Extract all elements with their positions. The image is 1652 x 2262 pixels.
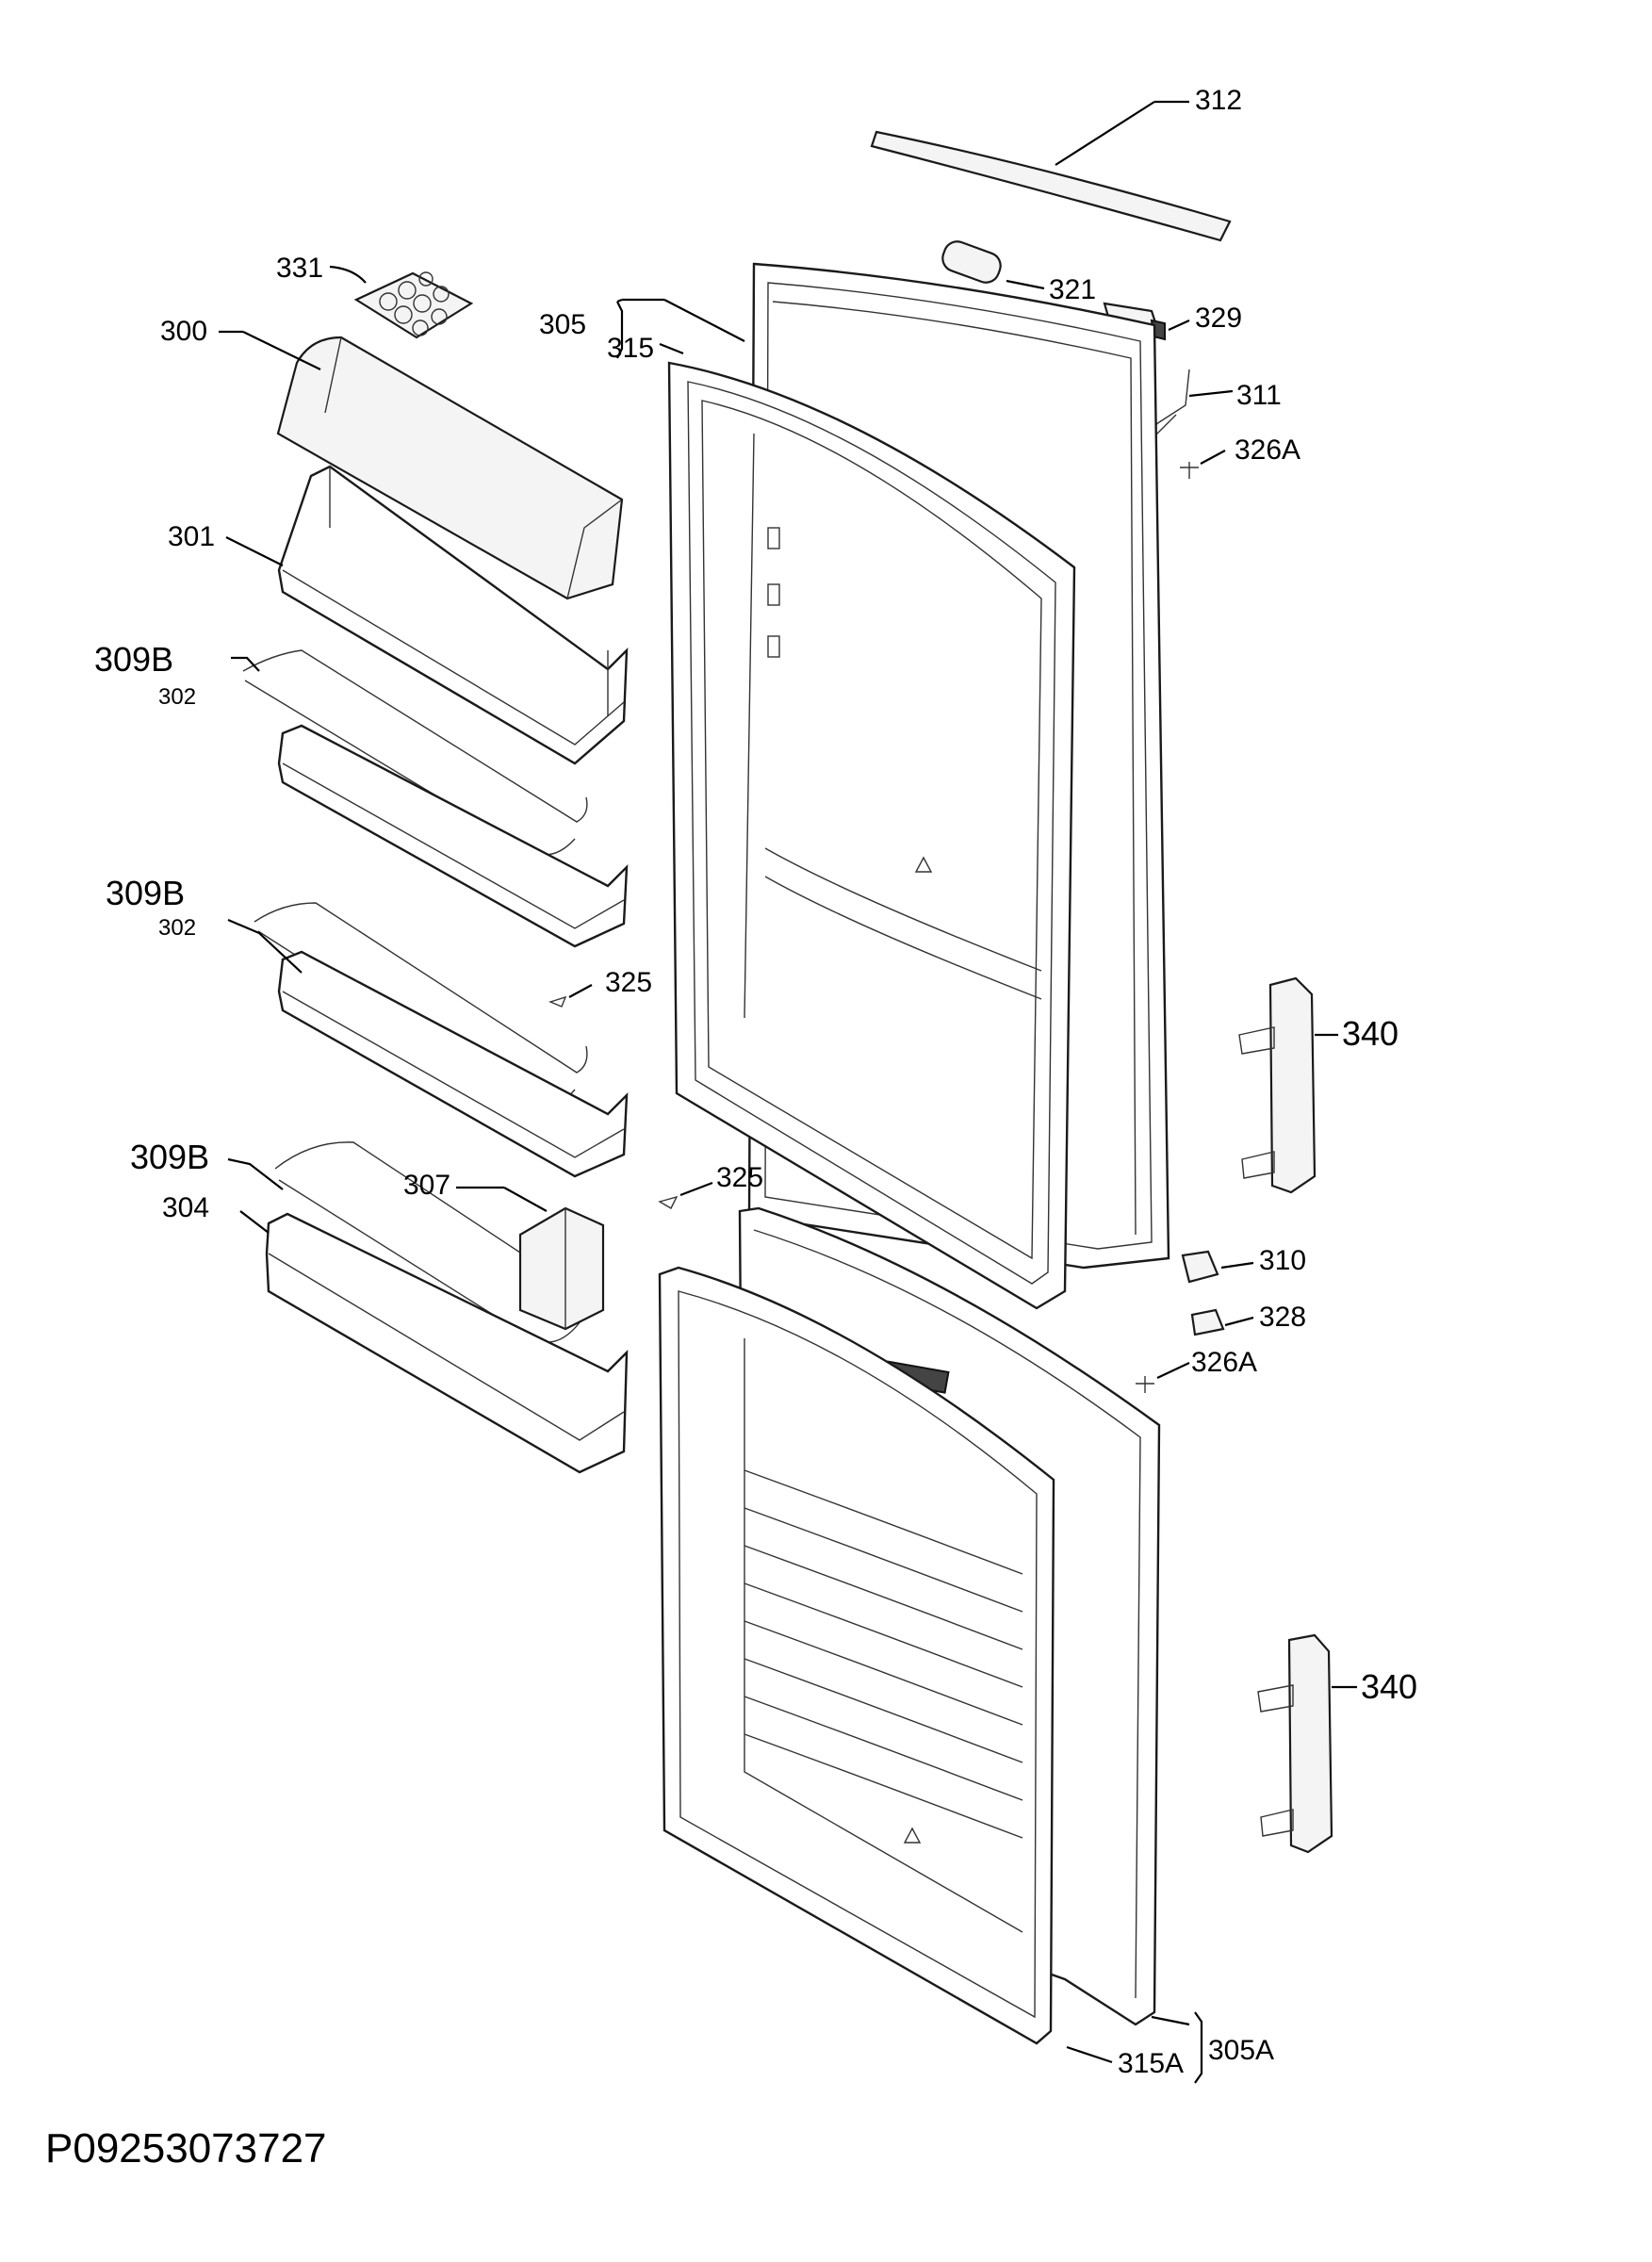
label-312: 312 bbox=[1195, 85, 1243, 116]
label-340-1: 340 bbox=[1342, 1014, 1399, 1053]
label-310: 310 bbox=[1259, 1245, 1307, 1276]
label-315: 315 bbox=[607, 333, 655, 364]
label-315a: 315A bbox=[1118, 2048, 1185, 2079]
label-325-1: 325 bbox=[605, 967, 653, 998]
part-302-shelf-1 bbox=[231, 649, 629, 948]
label-331: 331 bbox=[276, 253, 324, 284]
label-328: 328 bbox=[1259, 1302, 1307, 1333]
drawing-code: P09253073727 bbox=[45, 2125, 327, 2172]
label-305a: 305A bbox=[1208, 2035, 1275, 2066]
label-309b-3: 309B bbox=[130, 1138, 210, 1176]
label-302-1: 302 bbox=[158, 684, 197, 710]
label-309b-2: 309B bbox=[106, 874, 186, 912]
label-304: 304 bbox=[162, 1192, 210, 1223]
part-301-shelf bbox=[225, 465, 629, 765]
part-304-shelf-3 bbox=[227, 1141, 629, 1474]
label-309b-1: 309B bbox=[94, 640, 174, 679]
part-326a-top-screw bbox=[1180, 450, 1226, 479]
part-302-shelf-2 bbox=[227, 902, 629, 1178]
part-331-egg-tray bbox=[329, 265, 474, 339]
part-340-lower-handle bbox=[1257, 1633, 1357, 1854]
label-305: 305 bbox=[539, 309, 587, 340]
part-325-clip-2 bbox=[658, 1181, 713, 1209]
part-321-cylinder bbox=[941, 240, 1045, 290]
label-311: 311 bbox=[1236, 380, 1282, 411]
label-340-2: 340 bbox=[1361, 1667, 1418, 1706]
part-312-trim bbox=[870, 100, 1232, 242]
label-326a-bottom: 326A bbox=[1191, 1347, 1258, 1378]
part-326a-bottom-screw bbox=[1136, 1362, 1190, 1393]
label-301: 301 bbox=[168, 521, 216, 552]
part-340-upper-handle bbox=[1238, 976, 1338, 1194]
label-302-2: 302 bbox=[158, 915, 197, 941]
part-328-clip bbox=[1190, 1308, 1254, 1336]
part-300-dairy-lid bbox=[219, 330, 624, 600]
label-329: 329 bbox=[1195, 303, 1243, 334]
part-310-hinge-cap bbox=[1181, 1250, 1254, 1284]
label-325-2: 325 bbox=[716, 1162, 764, 1193]
part-325-clip-1 bbox=[548, 984, 593, 1008]
label-307: 307 bbox=[403, 1170, 451, 1201]
label-326a-top: 326A bbox=[1235, 434, 1301, 466]
label-321: 321 bbox=[1049, 274, 1097, 305]
part-307-divider bbox=[456, 1186, 605, 1331]
part-315a-lower-gasket bbox=[658, 1266, 1203, 2084]
part-315-upper-gasket bbox=[667, 361, 1076, 1310]
label-300: 300 bbox=[160, 316, 208, 347]
